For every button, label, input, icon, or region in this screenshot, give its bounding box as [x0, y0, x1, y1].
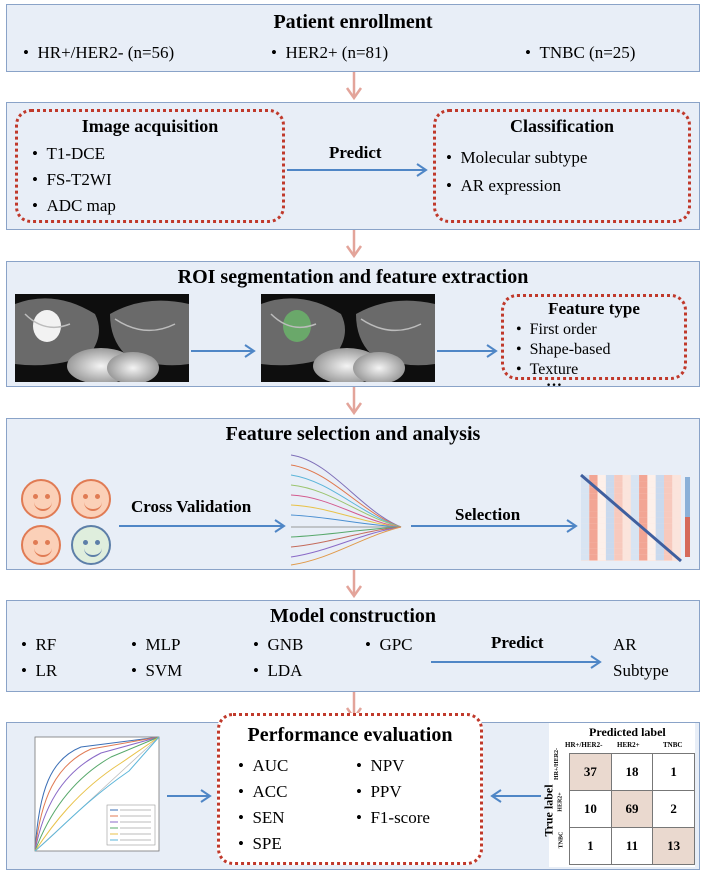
image-acquisition-title: Image acquisition	[81, 116, 219, 136]
enrollment-panel: Patient enrollment • HR+/HER2- (n=56) • …	[6, 4, 700, 72]
roi-arrow-1	[191, 344, 256, 358]
group-tnbc: • TNBC (n=25)	[525, 43, 636, 62]
flow-arrow-1	[345, 72, 363, 101]
flow-arrow-2	[345, 230, 363, 259]
cm-cell-0-0: 37	[569, 753, 612, 791]
cm-col-label-2: TNBC	[663, 741, 683, 749]
flow-arrow-4	[345, 570, 363, 599]
acq-item-t2: • FS-T2WI	[32, 170, 112, 189]
model-svm: • SVM	[131, 661, 183, 680]
cm-cell-2-0: 1	[569, 827, 612, 865]
roc-arrow	[167, 789, 212, 803]
mri-image-segmented	[261, 294, 435, 382]
performance-title: Performance evaluation	[247, 724, 453, 746]
metric-ppv: • PPV	[356, 782, 402, 801]
cm-cell-1-1: 69	[610, 790, 654, 828]
cm-ylabel: True label	[541, 784, 556, 837]
roi-title: ROI segmentation and feature extraction	[177, 266, 529, 288]
cm-title: Predicted label	[589, 725, 666, 739]
acq-item-adc: • ADC map	[32, 196, 116, 215]
roc-curve-plot	[34, 736, 160, 852]
metric-acc: • ACC	[238, 782, 288, 801]
metric-auc: • AUC	[238, 756, 289, 775]
lasso-path-plot	[290, 454, 402, 566]
model-mlp: • MLP	[131, 635, 181, 654]
feature-texture: • Texture	[516, 361, 579, 378]
model-gpc: • GPC	[365, 635, 413, 654]
evaluation-panel: Performance evaluation • AUC • ACC • SEN…	[6, 713, 700, 870]
cm-row-label-0: HR+/HER2-	[554, 747, 561, 781]
metric-f1: • F1-score	[356, 808, 430, 827]
cm-cell-1-0: 10	[569, 790, 612, 828]
cross-validation-label: Cross Validation	[131, 497, 252, 516]
enrollment-title: Patient enrollment	[273, 11, 433, 33]
acquisition-panel: Image acquisition • T1-DCE • FS-T2WI • A…	[6, 102, 700, 230]
cm-cell-2-1: 11	[610, 827, 654, 865]
cm-col-label-1: HER2+	[617, 741, 640, 749]
model-lr: • LR	[21, 661, 58, 680]
group-hr: • HR+/HER2- (n=56)	[23, 43, 175, 62]
feature-type-box: Feature type • First order • Shape-based…	[501, 294, 687, 390]
performance-box: Performance evaluation • AUC • ACC • SEN…	[217, 713, 483, 865]
model-rf: • RF	[21, 635, 57, 654]
model-panel: Model construction • RF • MLP • GNB • GP…	[6, 600, 700, 692]
predict-arrow-1	[287, 163, 428, 177]
mri-image-raw	[15, 294, 189, 382]
face-icon-3	[21, 525, 61, 565]
face-icon-4	[71, 525, 111, 565]
flow-arrow-3	[345, 387, 363, 416]
metric-sen: • SEN	[238, 808, 285, 827]
cm-arrow	[490, 789, 541, 803]
model-gnb: • GNB	[253, 635, 304, 654]
cm-grid: 37 18 1 10 69 2 1 11 13	[569, 753, 695, 865]
classification-title: Classification	[509, 116, 614, 136]
predict-label-1: Predict	[329, 143, 382, 162]
selection-label: Selection	[455, 505, 521, 524]
cv-arrow	[119, 519, 286, 533]
correlation-heatmap	[580, 473, 690, 563]
feature-type-title: Feature type	[548, 299, 640, 318]
confusion-matrix: Predicted label HR+/HER2- HER2+ TNBC Tru…	[542, 723, 695, 867]
predict-label-2: Predict	[491, 633, 544, 652]
classification-box: Classification • Molecular subtype • AR …	[433, 109, 691, 223]
roi-arrow-2	[437, 344, 498, 358]
metric-spe: • SPE	[238, 834, 282, 853]
selection-arrow	[411, 519, 578, 533]
target-subtype: Subtype	[613, 661, 669, 680]
selection-title: Feature selection and analysis	[225, 423, 481, 445]
image-acquisition-box: Image acquisition • T1-DCE • FS-T2WI • A…	[15, 109, 285, 223]
cm-cell-2-2: 13	[652, 827, 695, 865]
model-title: Model construction	[269, 605, 437, 627]
roi-panel: ROI segmentation and feature extraction	[6, 261, 700, 390]
model-lda: • LDA	[253, 661, 303, 680]
cm-cell-1-2: 2	[652, 790, 695, 828]
feature-first-order: • First order	[516, 321, 597, 338]
cm-cell-0-2: 1	[652, 753, 695, 791]
feature-ellipsis: …	[546, 373, 562, 390]
metric-npv: • NPV	[356, 756, 405, 775]
selection-panel: Feature selection and analysis Cross Val…	[6, 418, 700, 570]
class-item-ar: • AR expression	[446, 176, 562, 195]
feature-shape: • Shape-based	[516, 341, 611, 358]
face-icon-2	[71, 479, 111, 519]
cm-row-label-1: HER2+	[557, 792, 564, 812]
cm-col-label-0: HR+/HER2-	[565, 741, 603, 749]
cm-row-label-2: TNBC	[558, 831, 565, 849]
acq-item-t1: • T1-DCE	[32, 144, 105, 163]
class-item-subtype: • Molecular subtype	[446, 148, 588, 167]
group-her2: • HER2+ (n=81)	[271, 43, 389, 62]
cm-cell-0-1: 18	[610, 753, 654, 791]
predict-arrow-2	[431, 655, 602, 669]
face-icon-1	[21, 479, 61, 519]
target-ar: AR	[613, 635, 637, 654]
